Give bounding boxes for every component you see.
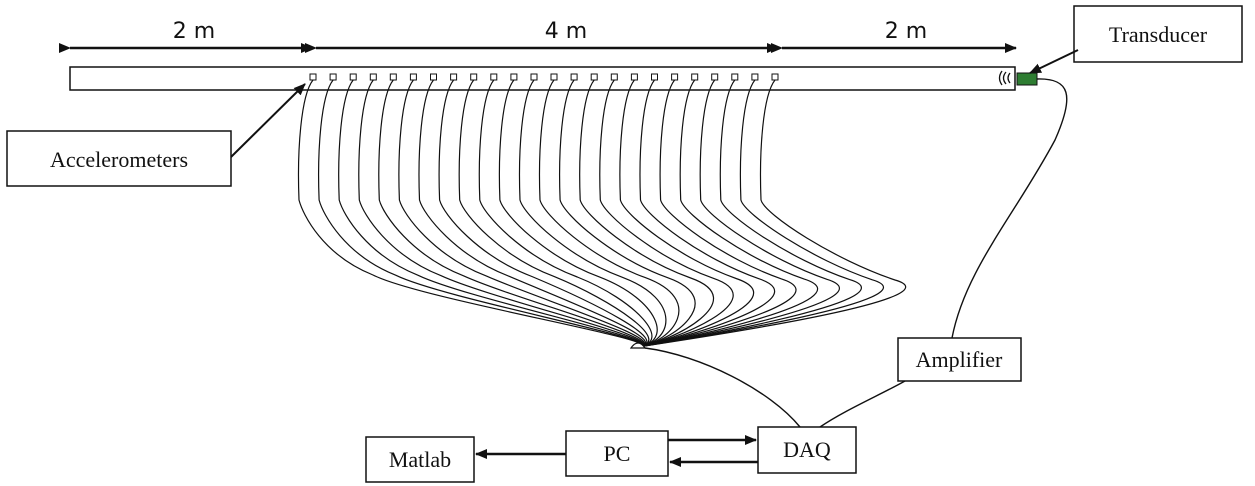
- accelerometer-cable-4: [358, 79, 644, 348]
- amplifier-box: [897, 337, 1022, 382]
- accelerometer-cable-5: [378, 79, 645, 348]
- accelerometer-18: [651, 73, 658, 81]
- accelerometer-15: [590, 73, 598, 81]
- amplifier-label: Amplifier: [916, 347, 1003, 372]
- accelerometer-9: [470, 73, 478, 81]
- accelerometer-22: [731, 73, 739, 81]
- transducer-device: [1016, 72, 1038, 86]
- accelerometer-21: [711, 73, 719, 81]
- dimension-label-right: 2 m: [885, 19, 927, 44]
- transducer-pointer-arrow: [1029, 49, 1079, 74]
- dimension-label-middle: 4 m: [545, 19, 587, 44]
- accelerometer-cable-3: [338, 79, 644, 348]
- junction-to-daq-cable: [644, 347, 801, 428]
- accelerometer-19: [671, 73, 679, 81]
- accelerometers-label: Accelerometers: [50, 147, 188, 172]
- transducer-cable: [951, 78, 1068, 339]
- pc-label: PC: [604, 441, 631, 466]
- accelerometer-cable-15: [579, 79, 714, 348]
- dimension-annotations: 2 m 4 m 2 m: [59, 19, 1017, 53]
- accelerometer-cable-16: [599, 79, 734, 348]
- accelerometer-5: [389, 73, 397, 81]
- wave-source-icon: [998, 70, 1011, 86]
- accelerometer-8: [450, 73, 458, 81]
- accelerometer-1: [309, 73, 317, 81]
- accelerometer-cable-17: [619, 79, 755, 348]
- accelerometer-cable-8: [438, 79, 648, 348]
- daq-label: DAQ: [783, 437, 831, 462]
- accelerometer-20: [691, 73, 699, 81]
- accelerometer-17: [630, 73, 638, 81]
- transducer-label: Transducer: [1109, 22, 1208, 47]
- accelerometer-2: [329, 73, 337, 81]
- accelerometer-cable-22: [637, 79, 862, 348]
- accelerometer-3: [349, 73, 357, 81]
- pc-box: [565, 430, 669, 477]
- accelerometer-7: [430, 73, 437, 81]
- dimension-label-left: 2 m: [173, 19, 215, 44]
- accelerometer-14: [570, 73, 578, 81]
- daq-box: [757, 426, 857, 474]
- accelerometer-cable-14: [559, 79, 696, 348]
- matlab-label: Matlab: [389, 447, 451, 472]
- accelerometer-10: [490, 73, 498, 81]
- accelerometer-cable-1: [297, 79, 643, 348]
- beam: [69, 66, 1016, 91]
- accelerometer-cable-24: [637, 79, 907, 348]
- accelerometer-23: [751, 73, 759, 81]
- amplifier-to-daq-cable: [819, 380, 906, 428]
- accelerometer-24: [771, 73, 779, 81]
- accelerometer-4: [369, 73, 377, 81]
- accelerometers-box: [6, 130, 232, 187]
- accelerometer-cable-10: [478, 79, 653, 348]
- accelerometer-cables: [297, 79, 907, 348]
- accelerometer-cable-9: [458, 79, 650, 348]
- accelerometer-12: [530, 73, 538, 81]
- transducer-box: [1073, 5, 1243, 63]
- accelerometer-cable-13: [538, 79, 680, 348]
- accelerometer-cable-20: [637, 79, 818, 348]
- cable-junction: [629, 342, 647, 349]
- accelerometer-cable-23: [637, 79, 884, 348]
- accelerometer-16: [610, 73, 618, 81]
- accelerometers-pointer-arrow: [230, 83, 306, 158]
- accelerometer-cable-21: [637, 79, 840, 348]
- accelerometer-cable-11: [498, 79, 658, 348]
- accelerometer-13: [550, 73, 558, 81]
- accelerometer-11: [510, 73, 518, 81]
- matlab-box: [365, 436, 475, 483]
- accelerometer-cable-6: [398, 79, 646, 348]
- accelerometer-cable-19: [637, 79, 797, 348]
- accelerometer-6: [409, 73, 417, 81]
- accelerometer-cable-12: [518, 79, 667, 348]
- accelerometer-cable-2: [318, 79, 643, 348]
- accelerometer-cable-18: [637, 79, 776, 348]
- accelerometer-cable-7: [418, 79, 647, 348]
